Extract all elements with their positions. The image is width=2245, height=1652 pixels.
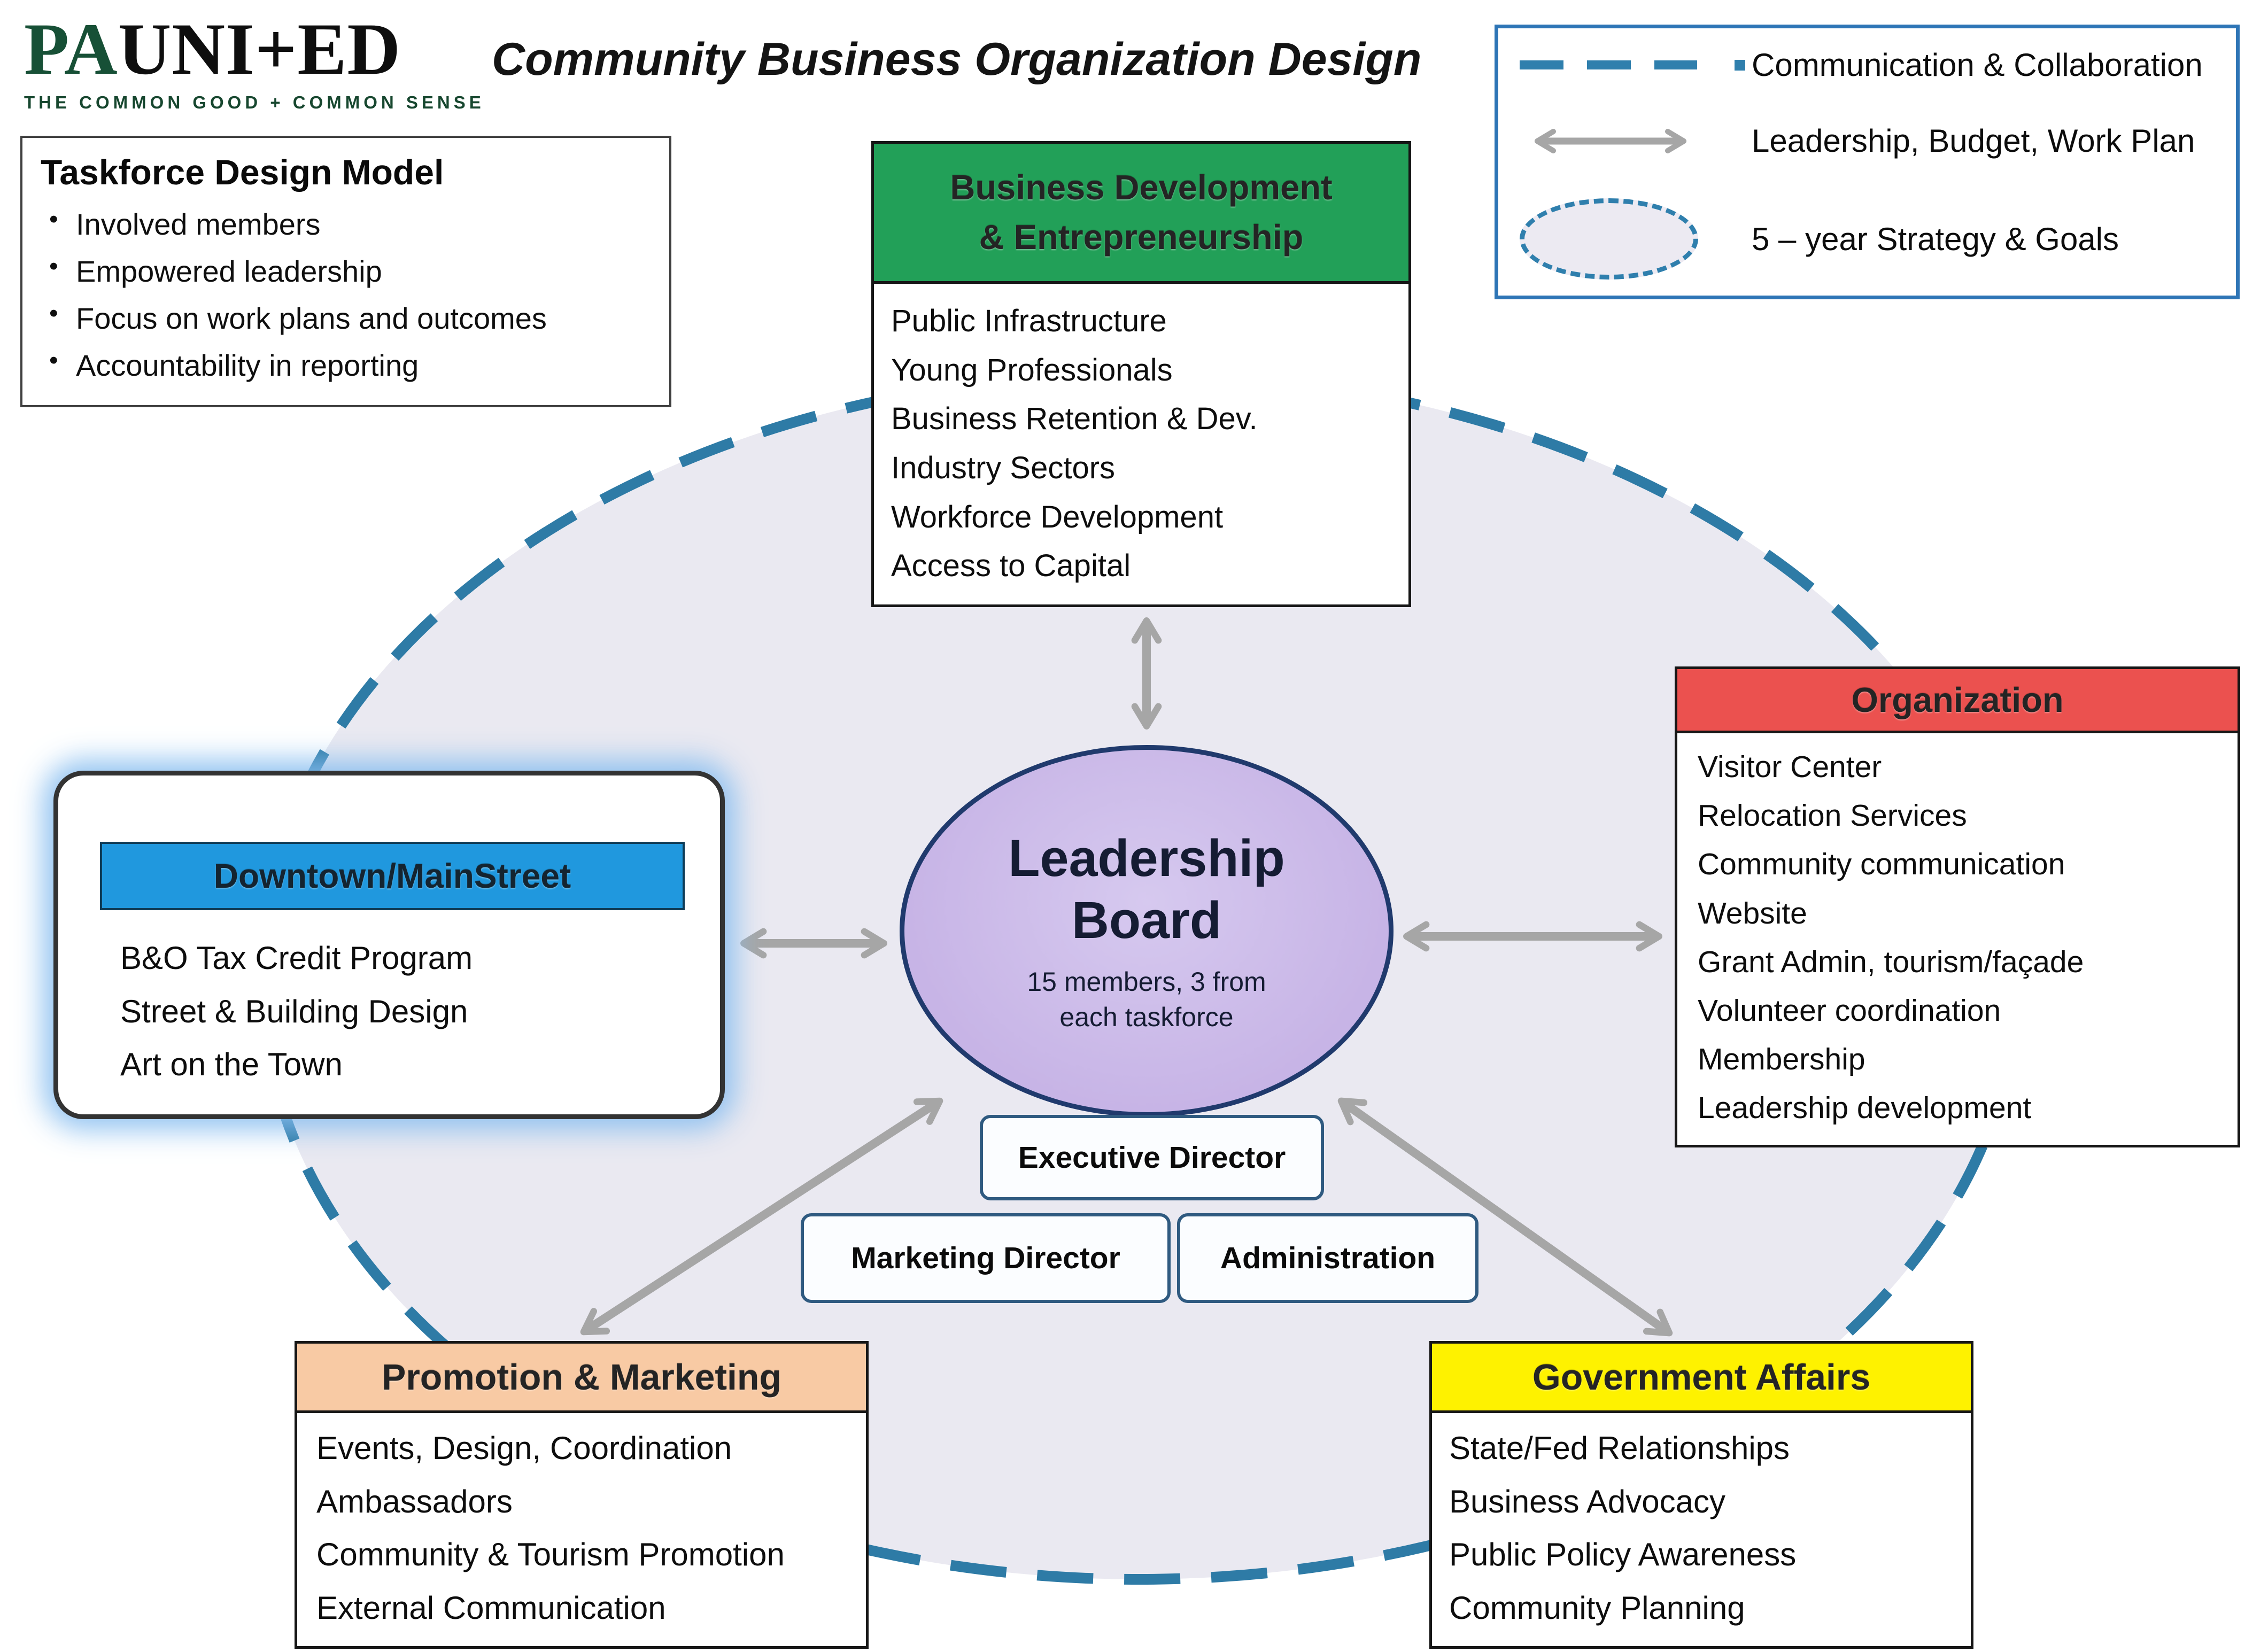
legend-label: Leadership, Budget, Work Plan bbox=[1752, 123, 2195, 159]
dashed-ellipse-glyph bbox=[1520, 198, 1698, 280]
legend-panel: Communication & Collaboration Leadership… bbox=[1495, 25, 2240, 299]
executive-director-label: Executive Director bbox=[1018, 1141, 1286, 1175]
list-item: B&O Tax Credit Program bbox=[120, 940, 473, 976]
legend-item-communication: Communication & Collaboration bbox=[1520, 46, 2223, 83]
taskforce-downtown-mainstreet: Downtown/MainStreet B&O Tax Credit Progr… bbox=[53, 771, 725, 1119]
double-arrow-icon bbox=[1520, 122, 1752, 160]
bullet-item: Involved members bbox=[41, 200, 653, 248]
administration-box: Administration bbox=[1177, 1213, 1478, 1303]
list-item: Membership bbox=[1698, 1042, 1865, 1077]
taskforce-promotion-marketing-items: Events, Design, Coordination Ambassadors… bbox=[297, 1413, 866, 1646]
list-item: State/Fed Relationships bbox=[1449, 1430, 1790, 1466]
taskforce-design-model-panel: Taskforce Design Model Involved members … bbox=[20, 136, 671, 407]
list-item: Community Planning bbox=[1449, 1589, 1745, 1626]
list-item: Industry Sectors bbox=[891, 450, 1116, 485]
page-title: Community Business Organization Design bbox=[492, 34, 1422, 85]
leadership-board-title: Leadership Board bbox=[1008, 828, 1285, 949]
taskforce-promotion-marketing-header: Promotion & Marketing bbox=[297, 1344, 866, 1413]
list-item: Business Retention & Dev. bbox=[891, 401, 1258, 437]
brand-name: PAUNI+ED bbox=[24, 11, 485, 87]
list-item: Events, Design, Coordination bbox=[316, 1430, 732, 1466]
taskforce-government-affairs: Government Affairs State/Fed Relationshi… bbox=[1429, 1341, 1973, 1649]
panel-title: Taskforce Design Model bbox=[41, 152, 444, 192]
taskforce-downtown-mainstreet-items: B&O Tax Credit Program Street & Building… bbox=[120, 932, 473, 1091]
list-item: Public Infrastructure bbox=[891, 304, 1167, 338]
list-item: External Communication bbox=[316, 1589, 666, 1626]
list-item: Website bbox=[1698, 896, 1807, 930]
taskforce-downtown-mainstreet-header: Downtown/MainStreet bbox=[100, 842, 685, 910]
taskforce-business-development: Business Development & Entrepreneurship … bbox=[871, 141, 1411, 607]
brand-name-suffix: UNI+ED bbox=[118, 8, 401, 90]
list-item: Visitor Center bbox=[1698, 750, 1882, 784]
connector-government-arrow bbox=[1337, 1097, 1673, 1337]
taskforce-government-affairs-items: State/Fed Relationships Business Advocac… bbox=[1432, 1413, 1971, 1646]
taskforce-organization-items: Visitor Center Relocation Services Commu… bbox=[1677, 733, 2238, 1145]
bullet-item: Focus on work plans and outcomes bbox=[41, 294, 653, 342]
list-item: Young Professionals bbox=[891, 352, 1173, 387]
bullet-item: Accountability in reporting bbox=[41, 341, 653, 389]
list-item: Grant Admin, tourism/façade bbox=[1698, 944, 2084, 979]
dashed-ellipse-icon bbox=[1520, 198, 1752, 280]
legend-item-strategy: 5 – year Strategy & Goals bbox=[1520, 198, 2223, 280]
taskforce-business-development-items: Public Infrastructure Young Professional… bbox=[874, 284, 1408, 604]
taskforce-organization-header: Organization bbox=[1677, 669, 2238, 733]
list-item: Workforce Development bbox=[891, 499, 1224, 534]
brand-logo: PAUNI+ED THE COMMON GOOD + COMMON SENSE bbox=[24, 11, 485, 113]
list-item: Street & Building Design bbox=[120, 993, 468, 1029]
dashed-line-segments bbox=[1520, 60, 1697, 69]
leadership-board-ellipse: Leadership Board 15 members, 3 from each… bbox=[900, 745, 1394, 1117]
list-item: Community & Tourism Promotion bbox=[316, 1537, 785, 1573]
marketing-director-label: Marketing Director bbox=[851, 1241, 1120, 1275]
list-item: Business Advocacy bbox=[1449, 1483, 1725, 1519]
brand-tagline: THE COMMON GOOD + COMMON SENSE bbox=[24, 92, 485, 112]
taskforce-promotion-marketing: Promotion & Marketing Events, Design, Co… bbox=[295, 1341, 869, 1649]
connector-promotion-arrow bbox=[580, 1097, 943, 1336]
list-item: Volunteer coordination bbox=[1698, 993, 2001, 1028]
taskforce-business-development-header: Business Development & Entrepreneurship bbox=[874, 144, 1408, 284]
marketing-director-box: Marketing Director bbox=[801, 1213, 1171, 1303]
dashed-line-icon bbox=[1520, 59, 1752, 71]
list-item: Relocation Services bbox=[1698, 798, 1967, 833]
list-item: Access to Capital bbox=[891, 548, 1131, 584]
list-item: Ambassadors bbox=[316, 1483, 513, 1519]
taskforce-government-affairs-header: Government Affairs bbox=[1432, 1344, 1971, 1413]
list-item: Art on the Town bbox=[120, 1046, 343, 1083]
taskforce-organization: Organization Visitor Center Relocation S… bbox=[1675, 666, 2240, 1147]
legend-label: Communication & Collaboration bbox=[1752, 47, 2203, 83]
brand-name-prefix: PA bbox=[24, 8, 118, 90]
double-arrow-glyph bbox=[1534, 128, 1687, 153]
bullet-item: Empowered leadership bbox=[41, 247, 653, 295]
list-item: Public Policy Awareness bbox=[1449, 1537, 1797, 1573]
legend-label: 5 – year Strategy & Goals bbox=[1752, 221, 2119, 257]
executive-director-box: Executive Director bbox=[980, 1115, 1324, 1200]
leadership-board-subtitle: 15 members, 3 from each taskforce bbox=[1027, 967, 1266, 1033]
list-item: Community communication bbox=[1698, 847, 2065, 882]
legend-item-leadership: Leadership, Budget, Work Plan bbox=[1520, 122, 2223, 160]
dash-endcap-icon bbox=[1735, 59, 1745, 71]
list-item: Leadership development bbox=[1698, 1091, 2032, 1126]
administration-label: Administration bbox=[1220, 1241, 1436, 1275]
